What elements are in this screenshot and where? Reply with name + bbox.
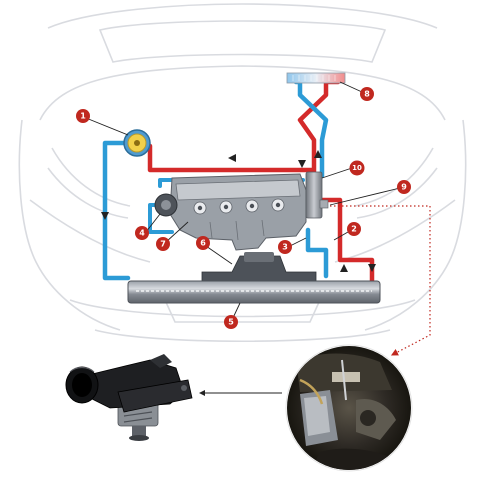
- heater-core: [286, 72, 346, 84]
- leader-2: [333, 231, 349, 241]
- leader-1: [85, 117, 129, 136]
- radiator: [127, 280, 381, 304]
- leader-4: [145, 213, 161, 233]
- car-bumper-outline: [69, 299, 416, 343]
- expansion-tank: [123, 129, 151, 157]
- flow-arrow-up-return: [340, 264, 348, 272]
- hot-hose-to-heater: [297, 79, 341, 179]
- callout-7: 7: [156, 237, 170, 251]
- car-headlight-right-outline: [354, 147, 438, 219]
- cold-hose-tank-to-radiator: [102, 140, 136, 281]
- car-roof-outline: [47, 3, 438, 29]
- engine-block: [154, 173, 307, 251]
- car-headlight-left-outline: [47, 147, 131, 219]
- svg-text:10: 10: [352, 164, 362, 172]
- callout-10: 10: [349, 160, 365, 176]
- leader-7: [165, 221, 189, 243]
- callout-leaders: [85, 81, 401, 321]
- engine-bay-photo: [285, 344, 413, 472]
- callout-9: 9: [397, 180, 411, 194]
- cold-hose-lower-return: [305, 227, 329, 279]
- svg-text:8: 8: [364, 90, 370, 99]
- photo-leader: [330, 205, 431, 356]
- leader-10: [321, 167, 353, 179]
- flow-arrows: [101, 150, 376, 272]
- callout-1: 1: [76, 109, 90, 123]
- cooling-fan: [201, 252, 317, 283]
- svg-text:6: 6: [200, 239, 206, 248]
- callout-3: 3: [278, 240, 292, 254]
- car-outline: [18, 3, 467, 343]
- flow-arrow-down-left: [101, 212, 109, 220]
- leader-9: [329, 187, 401, 206]
- svg-text:3: 3: [282, 243, 288, 252]
- car-front-left-outline: [29, 199, 151, 263]
- flow-arrow-down-heater: [298, 160, 306, 168]
- svg-text:2: 2: [351, 225, 357, 234]
- leader-8: [339, 81, 363, 93]
- flow-arrow-left: [228, 154, 236, 162]
- hot-hose-thermostat-to-tank: [147, 143, 315, 173]
- callout-4: 4: [135, 226, 149, 240]
- flow-arrow-up-heater: [314, 150, 322, 158]
- callout-markers: 1 2 3 4 5 6 7 8: [76, 87, 411, 329]
- svg-text:4: 4: [139, 229, 145, 238]
- thermostat-housing: [305, 171, 329, 219]
- callout-2: 2: [347, 222, 361, 236]
- callout-5: 5: [224, 315, 238, 329]
- leader-6: [205, 245, 233, 265]
- svg-text:7: 7: [160, 240, 166, 249]
- svg-text:1: 1: [80, 112, 86, 121]
- car-hood-outline: [39, 65, 446, 121]
- car-body-left-outline: [18, 119, 121, 331]
- svg-text:9: 9: [401, 183, 407, 192]
- svg-text:5: 5: [228, 318, 234, 327]
- car-windshield-outline: [98, 20, 387, 63]
- car-body-right-outline: [364, 119, 467, 331]
- leader-3: [289, 237, 307, 247]
- callout-8: 8: [360, 87, 374, 101]
- callout-6: 6: [196, 236, 210, 250]
- flow-arrow-down-right: [368, 264, 376, 272]
- thermostat-housing-part: [65, 354, 193, 441]
